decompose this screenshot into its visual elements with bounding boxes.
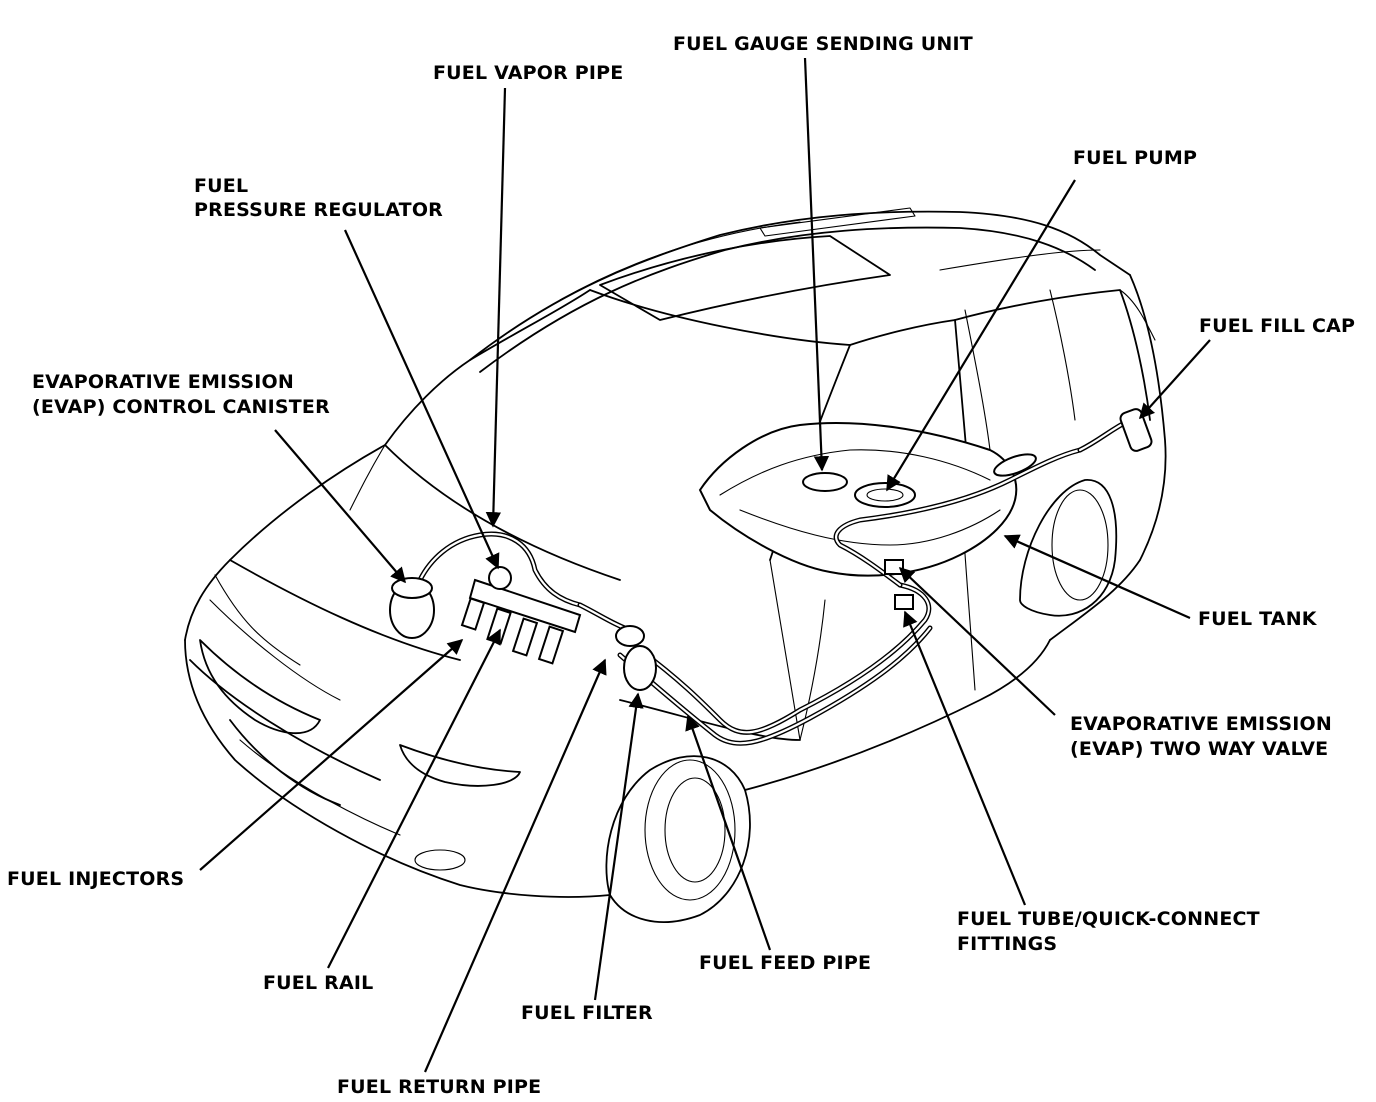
leader-fuel-pressure-regulator bbox=[343, 229, 500, 570]
leader-evap-two-way-valve bbox=[898, 566, 1056, 716]
label-fuel-gauge-sending-unit: FUEL GAUGE SENDING UNIT bbox=[673, 33, 973, 55]
label-fuel-rail: FUEL RAIL bbox=[263, 972, 374, 994]
label-fuel-vapor-pipe: FUEL VAPOR PIPE bbox=[433, 62, 624, 84]
minivan-body bbox=[184, 207, 1167, 923]
label-fuel-filter: FUEL FILTER bbox=[521, 1002, 653, 1024]
label-fuel-tube-line2: FITTINGS bbox=[957, 933, 1058, 955]
leader-fuel-pump bbox=[886, 179, 1076, 492]
label-evap-canister-line1: EVAPORATIVE EMISSION bbox=[32, 371, 294, 393]
leader-fuel-fill-cap bbox=[1138, 339, 1211, 420]
label-fuel-feed-pipe: FUEL FEED PIPE bbox=[699, 952, 872, 974]
label-fuel-pressure-regulator-line2: PRESSURE REGULATOR bbox=[194, 199, 444, 221]
label-fuel-pressure-regulator-line1: FUEL bbox=[194, 175, 249, 197]
leader-fuel-gauge-sending-unit bbox=[803, 57, 830, 472]
leader-fuel-rail bbox=[327, 628, 501, 969]
leader-fuel-vapor-pipe bbox=[485, 87, 507, 528]
label-fuel-pump: FUEL PUMP bbox=[1073, 147, 1198, 169]
label-fuel-tube-line1: FUEL TUBE/QUICK-CONNECT bbox=[957, 908, 1260, 930]
label-evap-two-way-valve-line2: (EVAP) TWO WAY VALVE bbox=[1070, 738, 1329, 760]
leader-fuel-tank bbox=[1003, 534, 1191, 620]
leader-fuel-filter bbox=[593, 692, 644, 1001]
label-fuel-tank: FUEL TANK bbox=[1198, 608, 1317, 630]
fuel-tank-illustration bbox=[698, 422, 1018, 577]
leader-fuel-tube-fittings bbox=[903, 610, 1027, 906]
leader-fuel-feed-pipe bbox=[685, 714, 772, 951]
label-evap-canister-line2: (EVAP) CONTROL CANISTER bbox=[32, 396, 330, 418]
leader-fuel-injectors bbox=[199, 638, 464, 871]
leader-fuel-return-pipe bbox=[423, 658, 607, 1073]
label-evap-two-way-valve-line1: EVAPORATIVE EMISSION bbox=[1070, 713, 1332, 735]
leader-evap-canister bbox=[274, 429, 407, 584]
label-fuel-return-pipe: FUEL RETURN PIPE bbox=[337, 1076, 542, 1098]
engine-components bbox=[389, 408, 1153, 691]
label-fuel-fill-cap: FUEL FILL CAP bbox=[1199, 315, 1356, 337]
label-fuel-injectors: FUEL INJECTORS bbox=[7, 868, 185, 890]
leader-lines bbox=[199, 57, 1211, 1073]
